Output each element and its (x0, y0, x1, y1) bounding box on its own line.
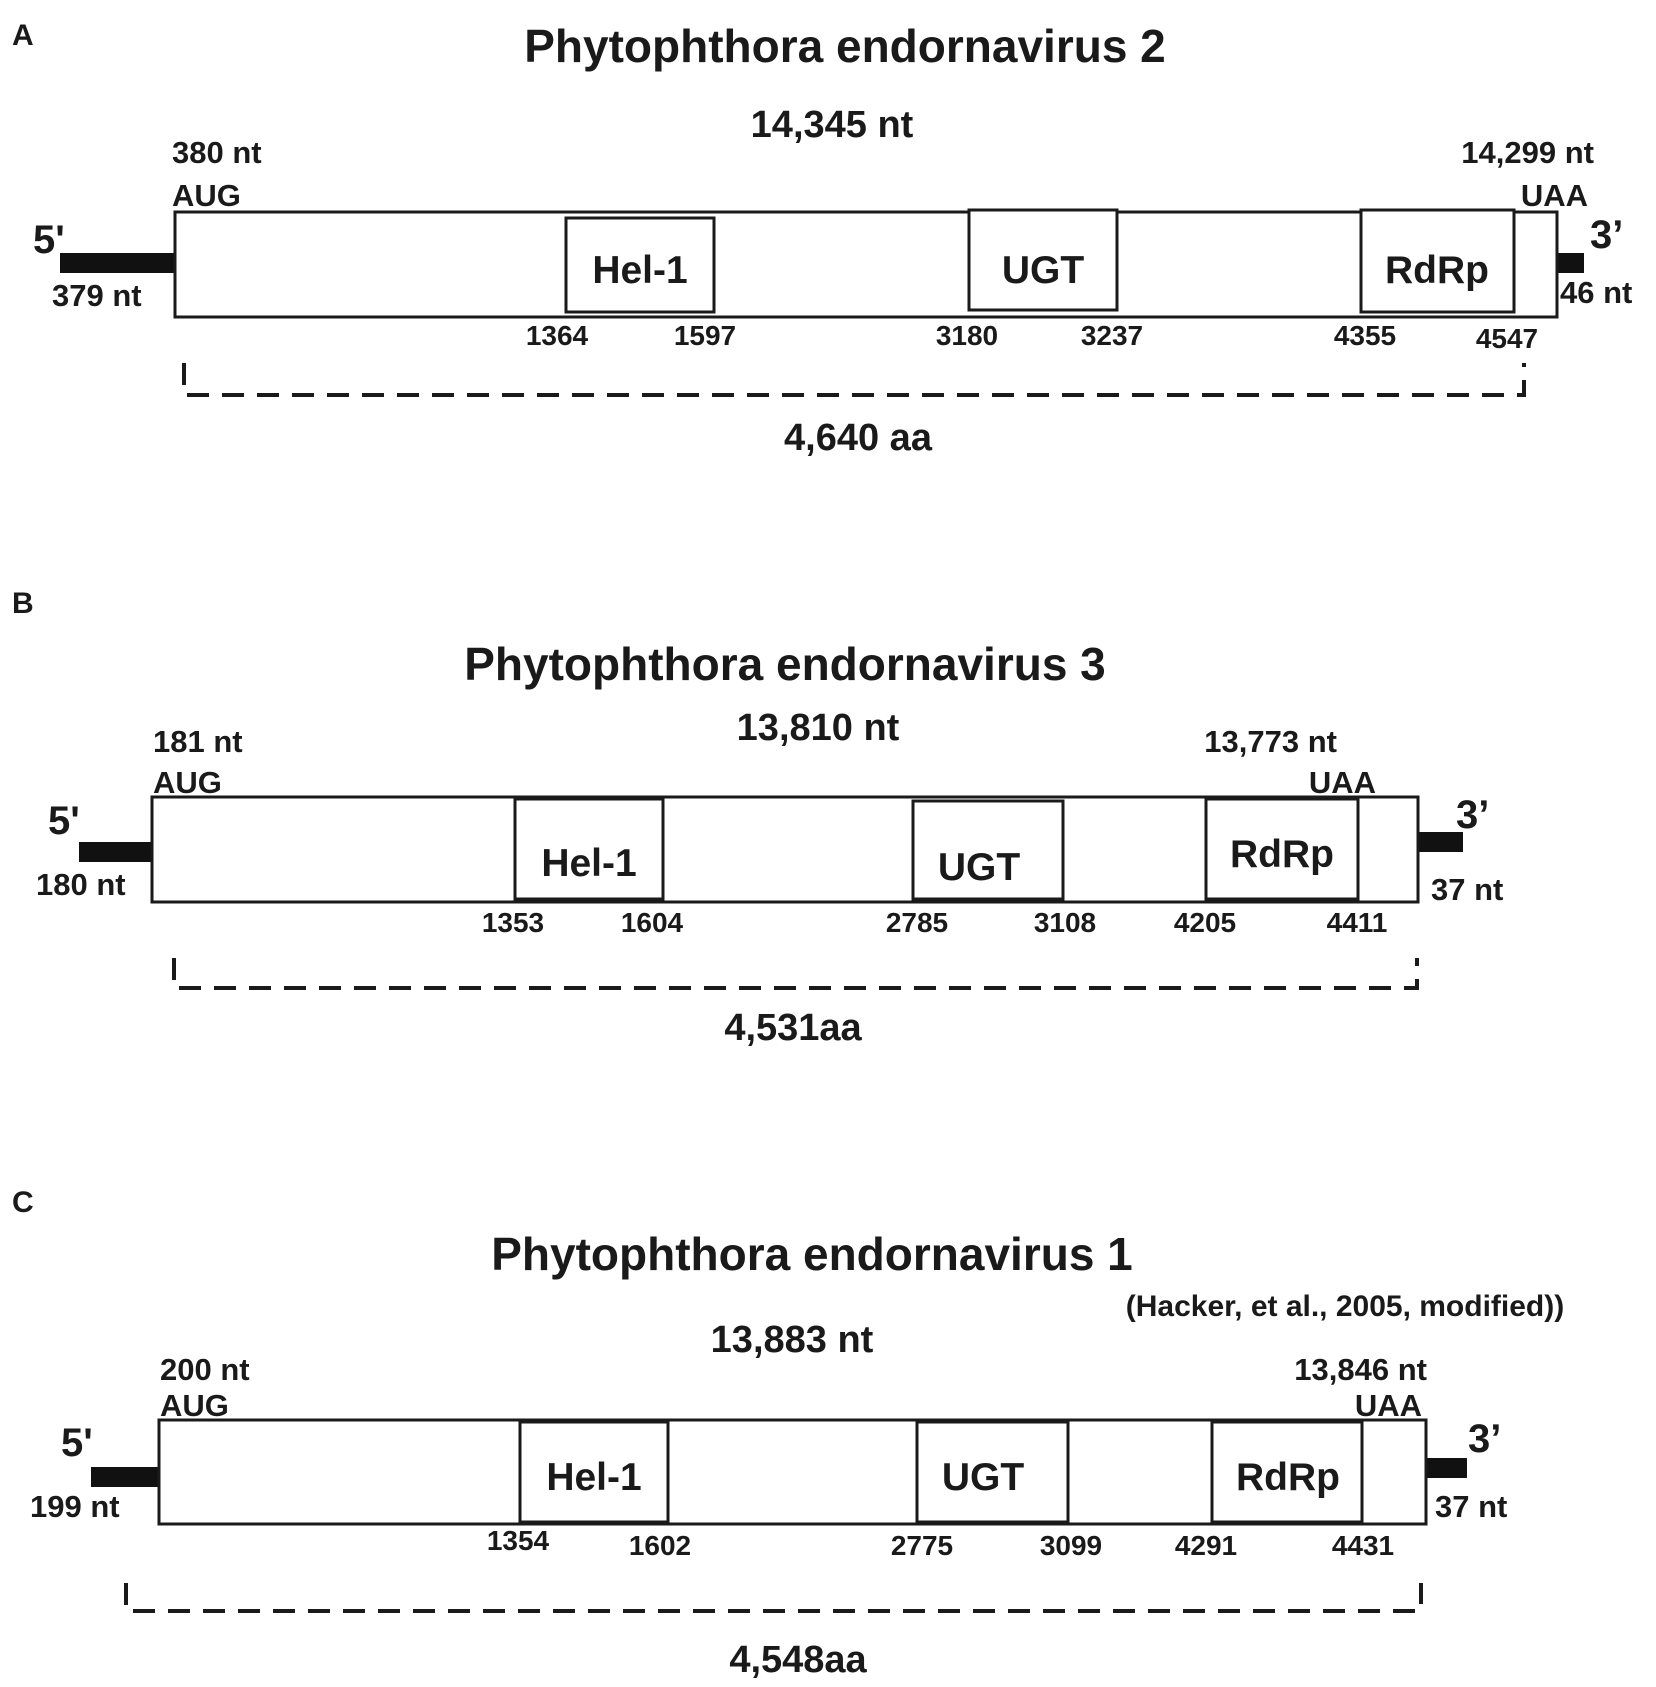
panel-title: Phytophthora endornavirus 3 (464, 638, 1106, 690)
domain-start-hel-1: 1364 (526, 320, 589, 351)
utr-3-length-label: 46 nt (1560, 275, 1632, 310)
three-prime-end-label: 3’ (1590, 213, 1623, 257)
utr-5-length-label: 379 nt (52, 278, 142, 313)
orf-box (173, 210, 1559, 319)
five-prime-end-label: 5' (33, 218, 65, 262)
start-position-label: 200 nt (160, 1352, 250, 1387)
domain-box-ugt (967, 208, 1119, 312)
protein-length-label: 4,548aa (729, 1639, 867, 1681)
domain-label-hel-1: Hel-1 (592, 249, 687, 292)
three-prime-end-label: 3’ (1468, 1417, 1501, 1461)
stop-position-label: 13,773 nt (1204, 724, 1337, 759)
domain-label-rdrp: RdRp (1385, 249, 1489, 292)
domain-start-ugt: 2775 (891, 1530, 953, 1561)
domain-label-hel-1: Hel-1 (546, 1456, 641, 1499)
domain-label-ugt: UGT (942, 1456, 1025, 1499)
five-prime-end-label: 5' (61, 1421, 93, 1465)
panel-letter: B (12, 587, 34, 620)
domain-end-hel-1: 1597 (674, 320, 736, 351)
domain-end-ugt: 3237 (1081, 320, 1143, 351)
domain-label-rdrp: RdRp (1230, 833, 1334, 876)
domain-box-ugt (911, 799, 1065, 901)
panel-title: Phytophthora endornavirus 2 (524, 20, 1166, 72)
domain-label-ugt: UGT (938, 846, 1021, 889)
utr-3-bar (1425, 1458, 1467, 1478)
domain-box-hel-1 (518, 1420, 670, 1524)
utr-3-bar (1556, 253, 1584, 273)
domain-label-rdrp: RdRp (1236, 1456, 1340, 1499)
utr-5-bar (91, 1467, 159, 1487)
polyprotein-bracket (172, 958, 1419, 990)
domain-start-rdrp: 4355 (1334, 320, 1396, 351)
stop-position-label: 13,846 nt (1294, 1352, 1427, 1387)
utr-3-length-label: 37 nt (1435, 1489, 1507, 1524)
panel-title: Phytophthora endornavirus 1 (491, 1228, 1133, 1280)
domain-box-hel-1 (564, 216, 716, 314)
genome-length-label: 13,883 nt (711, 1319, 874, 1361)
domain-box-rdrp (1210, 1420, 1364, 1524)
three-prime-end-label: 3’ (1456, 793, 1489, 837)
domain-start-ugt: 2785 (886, 907, 948, 938)
domain-start-rdrp: 4291 (1175, 1530, 1237, 1561)
stop-codon-label: UAA (1355, 1388, 1422, 1423)
start-codon-label: AUG (172, 178, 241, 213)
utr-5-bar (60, 253, 176, 273)
five-prime-end-label: 5' (48, 799, 80, 843)
utr-5-length-label: 180 nt (36, 867, 126, 902)
start-codon-label: AUG (153, 765, 222, 800)
panel-c: C Phytophthora endornavirus 1 (Hacker, et … (12, 1186, 1564, 1681)
domain-label-hel-1: Hel-1 (541, 842, 636, 885)
genome-length-label: 14,345 nt (751, 104, 914, 146)
domain-label-ugt: UGT (1002, 249, 1085, 292)
domain-start-hel-1: 1353 (482, 907, 544, 938)
utr-3-bar (1417, 832, 1463, 852)
domain-start-rdrp: 4205 (1174, 907, 1236, 938)
citation: (Hacker, et al., 2005, modified)) (1126, 1290, 1565, 1323)
protein-length-label: 4,640 aa (784, 417, 933, 459)
polyprotein-bracket (124, 1583, 1423, 1613)
start-position-label: 380 nt (172, 135, 262, 170)
domain-box-rdrp (1359, 208, 1516, 314)
domain-end-rdrp: 4411 (1327, 907, 1388, 938)
domain-start-ugt: 3180 (936, 320, 998, 351)
domain-end-rdrp: 4547 (1476, 323, 1538, 354)
panel-b: B Phytophthora endornavirus 3 13,810 nt 181… (12, 587, 1503, 1049)
protein-length-label: 4,531aa (724, 1007, 862, 1049)
domain-end-hel-1: 1604 (621, 907, 684, 938)
domain-end-ugt: 3108 (1034, 907, 1096, 938)
stop-codon-label: UAA (1521, 178, 1588, 213)
domain-box-ugt (915, 1420, 1070, 1524)
domain-box-hel-1 (513, 797, 665, 901)
utr-3-length-label: 37 nt (1431, 872, 1503, 907)
genome-length-label: 13,810 nt (737, 707, 900, 749)
domain-end-rdrp: 4431 (1332, 1530, 1394, 1561)
stop-codon-label: UAA (1309, 765, 1376, 800)
start-position-label: 181 nt (153, 724, 243, 759)
domain-box-rdrp (1204, 797, 1360, 901)
domain-end-ugt: 3099 (1040, 1530, 1102, 1561)
utr-5-length-label: 199 nt (30, 1489, 120, 1524)
panel-letter: C (12, 1186, 34, 1219)
panel-a: A Phytophthora endornavirus 2 14,345 nt 380… (12, 19, 1632, 459)
domain-start-hel-1: 1354 (487, 1525, 550, 1556)
polyprotein-bracket (182, 363, 1526, 397)
utr-5-bar (79, 842, 152, 862)
stop-position-label: 14,299 nt (1461, 135, 1594, 170)
domain-end-hel-1: 1602 (629, 1530, 691, 1561)
panel-letter: A (12, 19, 34, 52)
start-codon-label: AUG (160, 1388, 229, 1423)
